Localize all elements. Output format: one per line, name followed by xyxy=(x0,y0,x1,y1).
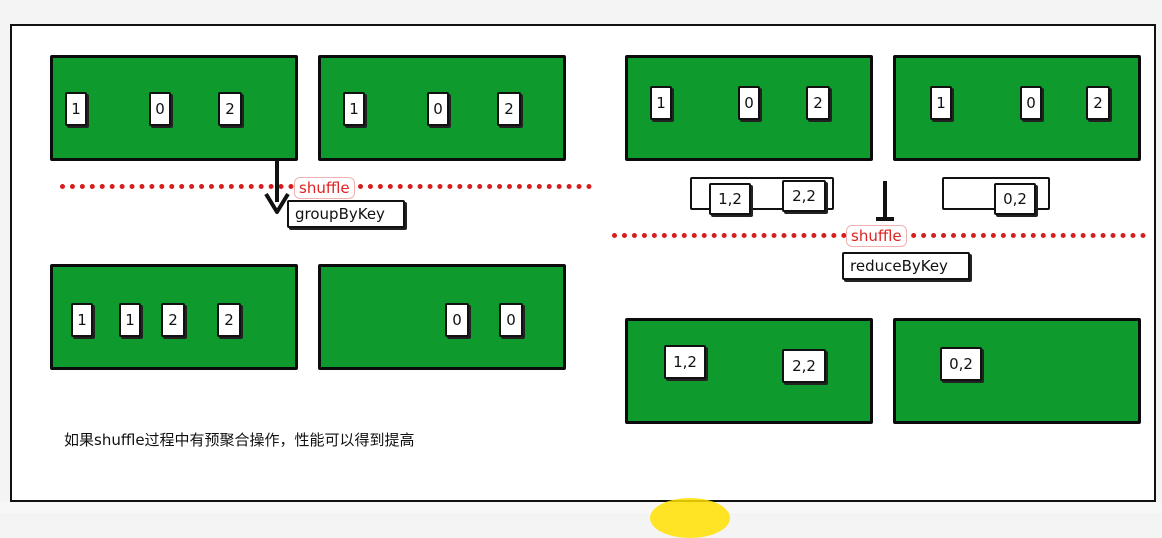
item: 0 xyxy=(149,92,171,126)
item: 2 xyxy=(217,303,241,337)
item: 0 xyxy=(1020,86,1042,120)
arrow-down-icon xyxy=(876,181,894,221)
item: 1 xyxy=(930,86,952,120)
item: 2 xyxy=(497,92,521,126)
item: 1 xyxy=(650,86,672,120)
partition-right-before-2: 1 0 2 xyxy=(893,55,1141,161)
item: 2 xyxy=(806,86,830,120)
arrow-down-icon xyxy=(264,160,290,214)
item: 2,2 xyxy=(782,180,826,212)
item: 2 xyxy=(1086,86,1110,120)
partition-left-after-1: 1 1 2 2 xyxy=(50,264,298,370)
partition-left-before-1: 1 0 2 xyxy=(50,55,298,161)
item: 1 xyxy=(71,303,93,337)
item: 0 xyxy=(738,86,760,120)
bottom-edge xyxy=(0,502,1162,513)
item: 1 xyxy=(343,92,365,126)
item: 0,2 xyxy=(994,183,1036,215)
partition-right-after-2: 0,2 xyxy=(893,318,1141,424)
item: 2,2 xyxy=(782,349,826,383)
item: 0 xyxy=(445,303,469,337)
item: 0 xyxy=(499,303,523,337)
partition-left-after-2: 0 0 xyxy=(318,264,566,370)
item: 2 xyxy=(218,92,242,126)
shuffle-label-right: shuffle xyxy=(846,225,907,247)
item: 0,2 xyxy=(940,347,982,381)
reducebykey-label: reduceByKey xyxy=(842,252,970,280)
partition-left-before-2: 1 0 2 xyxy=(318,55,566,161)
partition-right-after-1: 1,2 2,2 xyxy=(625,318,873,424)
item: 1 xyxy=(119,303,141,337)
item: 0 xyxy=(427,92,449,126)
item: 1,2 xyxy=(709,183,751,215)
cursor-highlight xyxy=(650,498,730,538)
item: 2 xyxy=(161,303,185,337)
groupbykey-label: groupByKey xyxy=(287,200,405,228)
caption: 如果shuffle过程中有预聚合操作，性能可以得到提高 xyxy=(64,431,415,449)
item: 1 xyxy=(65,92,87,126)
item: 1,2 xyxy=(664,345,706,379)
partition-right-before-1: 1 0 2 xyxy=(625,55,873,161)
shuffle-label-left: shuffle xyxy=(294,177,355,199)
